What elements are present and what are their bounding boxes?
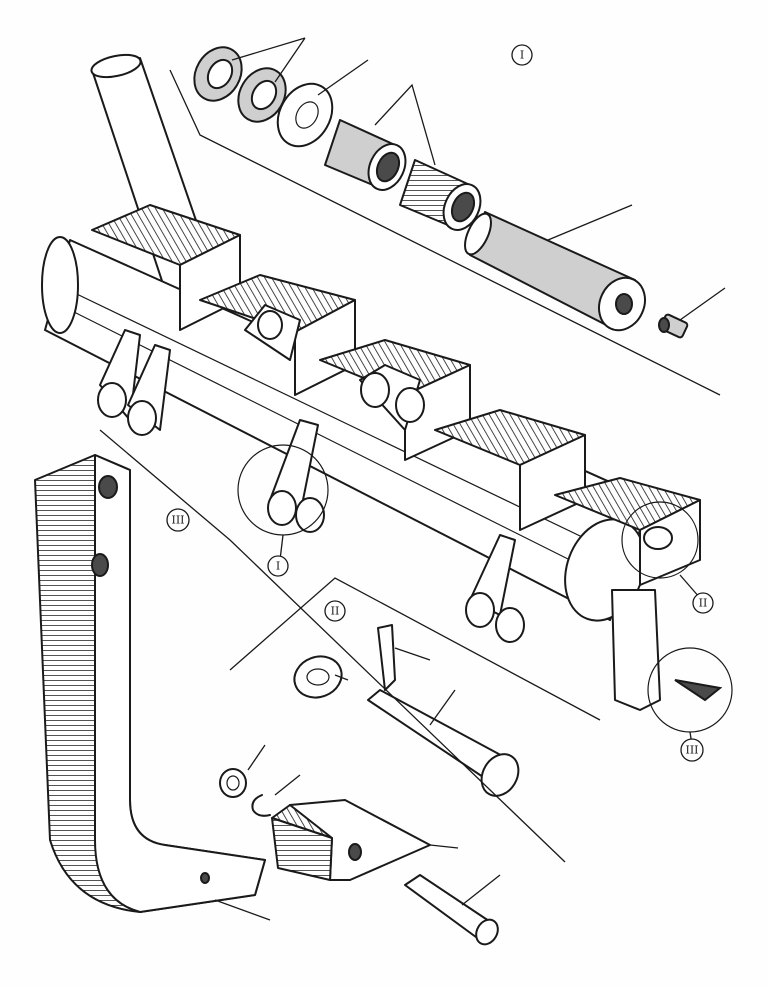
cotter-pin — [377, 624, 396, 691]
callout-2-detail: II — [692, 592, 714, 614]
leader-cotter — [394, 647, 431, 661]
leader-small-washer — [247, 744, 266, 771]
beam-end-left — [41, 236, 79, 334]
retaining-pin — [404, 874, 499, 946]
clevis-pin — [367, 689, 520, 797]
callout-1-bottom: I — [267, 555, 289, 577]
locknut-1 — [193, 46, 243, 102]
washer-top — [276, 82, 334, 148]
washer-ii — [293, 655, 343, 699]
detail-iii-tip — [674, 679, 723, 702]
locknut-2 — [237, 67, 287, 123]
leader-snap-ring — [274, 774, 301, 796]
leader-bushes — [374, 83, 436, 166]
shank-hole-bottom — [200, 872, 210, 884]
shank-hole-top — [98, 475, 118, 499]
leader-shank — [214, 899, 271, 921]
clamp-block-4 — [434, 409, 586, 531]
lug-pair-3 — [359, 364, 425, 431]
bearing-bush-1 — [324, 119, 407, 191]
svg-text:I: I — [276, 560, 280, 573]
panel-ii-exploded-view — [229, 577, 601, 797]
clamp-block-5 — [554, 477, 701, 586]
lug-pair-1 — [97, 329, 171, 436]
panel-ii-border — [229, 577, 601, 721]
lug-pair-2 — [244, 304, 325, 533]
pivot-shaft — [464, 211, 646, 332]
leader-locknuts — [231, 37, 306, 83]
svg-text:I: I — [520, 49, 524, 62]
panel-i-exploded-view — [169, 37, 726, 396]
leader-detail-ii — [679, 574, 701, 599]
shank-hole-mid — [91, 553, 109, 577]
callout-1-top: I — [511, 44, 533, 66]
callout-3-shank: III — [166, 508, 190, 532]
snap-ring — [251, 794, 271, 817]
leader-screw — [679, 287, 726, 321]
shank-end-bracket — [611, 589, 661, 711]
svg-text:III: III — [171, 514, 184, 527]
svg-text:III: III — [685, 744, 698, 757]
bearing-bush-2 — [399, 159, 482, 231]
leader-retaining-pin — [461, 874, 501, 906]
panel-iii-border — [99, 429, 566, 863]
leader-washer-ii — [334, 674, 349, 681]
detail-circle-ii — [621, 501, 699, 579]
panel-iii-exploded-view — [34, 429, 566, 946]
panel-i-border — [169, 69, 721, 396]
main-toolbar-assembly — [41, 53, 733, 746]
leader-point — [429, 844, 459, 849]
svg-text:II: II — [699, 597, 708, 610]
callout-2-inset: II — [324, 600, 346, 622]
lug-pair-4 — [465, 534, 525, 643]
leader-shaft — [547, 204, 633, 241]
leader-washer — [317, 59, 369, 96]
svg-text:II: II — [331, 605, 340, 618]
leader-clevis — [429, 689, 456, 726]
callout-3-detail: III — [680, 738, 704, 762]
ripper-point — [271, 799, 431, 881]
small-washer — [219, 768, 247, 798]
